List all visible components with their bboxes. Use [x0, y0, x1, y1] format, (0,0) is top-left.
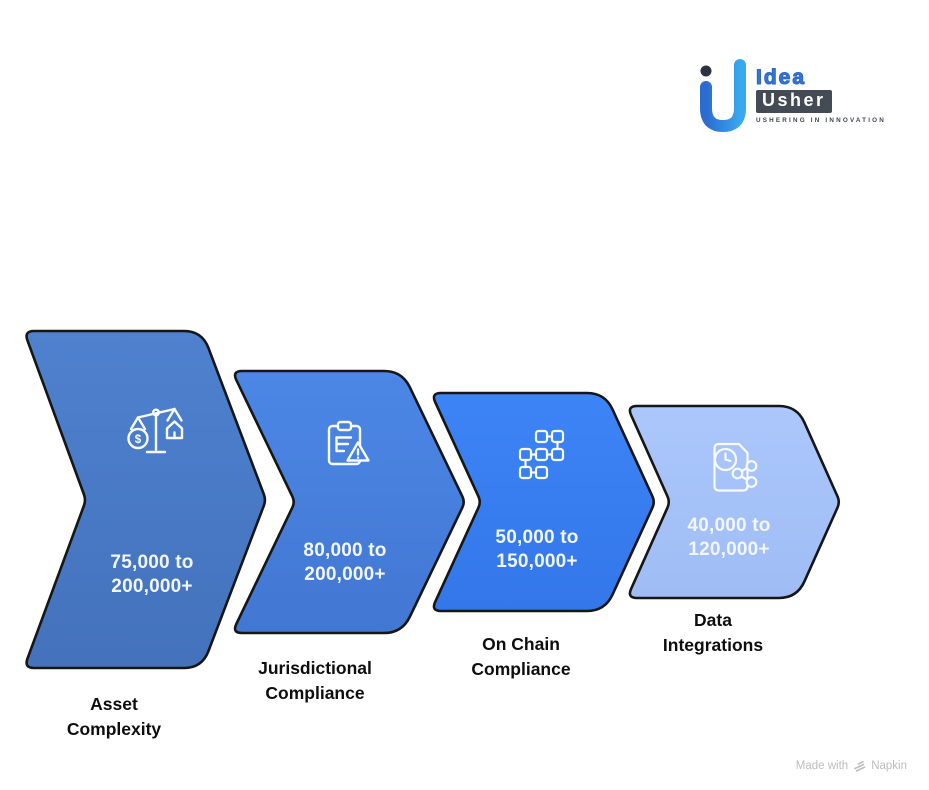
- cost-range-line: 50,000 to: [495, 527, 579, 548]
- cost-range-line: 75,000 to: [110, 552, 194, 573]
- chevron-asset-complexity: [25, 329, 267, 670]
- watermark-brand: Napkin: [871, 759, 907, 772]
- logo-word-usher-box: Usher: [756, 90, 832, 113]
- logo-tagline: USHERING IN INNOVATION: [756, 117, 887, 124]
- watermark-prefix: Made with: [795, 759, 849, 772]
- step-label-line: Integrations: [662, 634, 764, 655]
- logo-u-mark: [700, 59, 746, 133]
- cost-range-line: 200,000+: [304, 564, 386, 585]
- chevron-jurisdictional-compliance: [233, 369, 465, 635]
- step-label-line: Jurisdictional: [258, 658, 372, 678]
- made-with-napkin-watermark: Made with Napkin: [796, 759, 907, 772]
- step-label-on-chain-compliance: On Chain Compliance: [471, 632, 570, 681]
- cost-range-jurisdictional-compliance: 80,000 to 200,000+: [303, 539, 386, 587]
- dollar-glyph: $: [135, 434, 142, 446]
- idea-usher-logo: Idea Usher USHERING IN INNOVATION: [697, 58, 886, 138]
- cost-range-asset-complexity: 75,000 to 200,000+: [110, 551, 193, 599]
- cost-range-line: 120,000+: [688, 539, 770, 560]
- clipboard-warning-icon: [327, 420, 370, 466]
- chevron-on-chain-compliance: [432, 391, 656, 613]
- cost-range-data-integrations: 40,000 to 120,000+: [687, 514, 770, 562]
- step-label-line: On Chain: [482, 634, 560, 654]
- balance-scale-icon: $: [127, 407, 184, 454]
- logo-i-dot: [700, 65, 712, 77]
- logo-word-idea: Idea: [755, 66, 807, 89]
- logo-word-usher: Usher: [762, 90, 826, 110]
- chevron-data-integrations: [628, 404, 841, 600]
- step-label-line: Asset: [90, 694, 138, 714]
- cost-range-line: 40,000 to: [687, 515, 771, 536]
- step-label-jurisdictional-compliance: Jurisdictional Compliance: [258, 656, 372, 705]
- document-clock-share-icon: [713, 442, 758, 492]
- step-label-line: Data: [694, 610, 732, 630]
- cost-range-line: 200,000+: [111, 576, 193, 597]
- step-label-asset-complexity: Asset Complexity: [67, 692, 161, 741]
- cost-range-line: 150,000+: [496, 551, 578, 572]
- logo-text: Idea Usher USHERING IN INNOVATION: [755, 58, 887, 124]
- step-label-line: Compliance: [265, 682, 365, 703]
- step-label-line: Complexity: [66, 718, 162, 739]
- step-label-line: Compliance: [471, 658, 571, 679]
- cost-range-line: 80,000 to: [303, 540, 387, 561]
- workflow-nodes-icon: [518, 429, 565, 480]
- step-label-data-integrations: Data Integrations: [663, 608, 763, 657]
- cost-range-on-chain-compliance: 50,000 to 150,000+: [495, 526, 578, 574]
- idea-usher-logo-icon: [700, 59, 746, 133]
- napkin-logo-icon: [854, 760, 866, 772]
